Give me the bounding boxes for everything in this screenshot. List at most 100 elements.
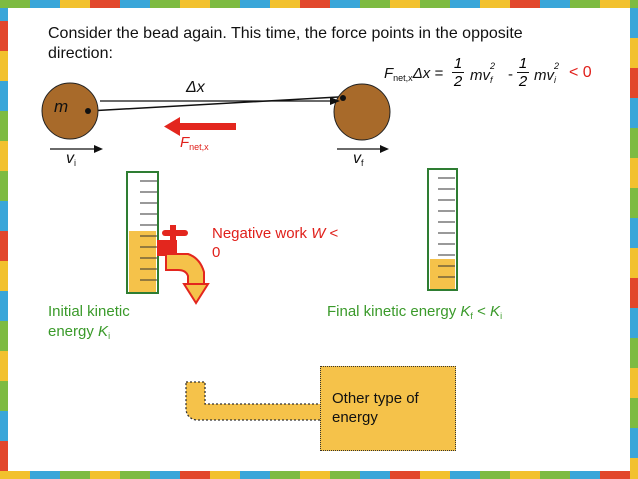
- border-segment: [120, 471, 150, 479]
- border-segment: [420, 0, 450, 8]
- border-segment: [630, 428, 638, 458]
- final-k1: K: [460, 303, 471, 320]
- vi-label: vi: [66, 150, 76, 168]
- initial-ke-line-2: energy Ki: [48, 323, 111, 341]
- border-segment: [0, 411, 8, 441]
- border-segment: [150, 471, 180, 479]
- negative-work-line-2: 0: [212, 244, 221, 261]
- eq-frac1-den: 2: [453, 73, 463, 90]
- vi-sub: i: [74, 158, 76, 168]
- border-segment: [480, 471, 510, 479]
- border-segment: [240, 471, 270, 479]
- border-segment: [60, 0, 90, 8]
- vi-arrowhead: [94, 145, 103, 153]
- border-segment: [300, 471, 330, 479]
- eq-term1: mv: [470, 67, 490, 84]
- energy-pipe: [185, 381, 323, 421]
- tap-elbow: [165, 253, 205, 287]
- border-segment: [0, 261, 8, 291]
- vi-main: v: [66, 150, 74, 167]
- initial-k: K: [98, 323, 109, 340]
- eq-term2-sub: i: [554, 75, 556, 85]
- border-segment: [630, 98, 638, 128]
- final-k1-sub: f: [470, 311, 473, 321]
- bead-final: [333, 83, 391, 141]
- initial-k-sub: i: [108, 331, 111, 341]
- vf-label: vf: [353, 150, 364, 168]
- other-energy-box: [320, 366, 456, 451]
- eq-force-sub: net,x: [393, 73, 413, 83]
- border-segment: [0, 291, 8, 321]
- negative-work-line-1: Negative work W <: [212, 225, 339, 242]
- border-segment: [630, 68, 638, 98]
- border-segment: [90, 471, 120, 479]
- border-segment: [630, 0, 638, 8]
- border-segment: [390, 0, 420, 8]
- intro-line-2: direction:: [48, 45, 113, 62]
- eq-term2: mv: [534, 67, 554, 84]
- force-sub: net,x: [189, 142, 209, 152]
- border-segment: [270, 0, 300, 8]
- border-segment: [0, 141, 8, 171]
- border-segment: [630, 308, 638, 338]
- border-segment: [570, 471, 600, 479]
- border-segment: [0, 441, 8, 471]
- border-segment: [180, 471, 210, 479]
- delta-x-label: Δx: [186, 79, 205, 96]
- force-arrow-shaft: [178, 123, 236, 130]
- vf-arrowhead: [380, 145, 389, 153]
- initial-ke-label: Initial kinetic energy Ki: [48, 302, 130, 346]
- border-segment: [330, 0, 360, 8]
- border-segment: [630, 158, 638, 188]
- tap-spout: [157, 240, 177, 256]
- bead-initial-dot: [85, 108, 91, 114]
- flow-down-arrow: [182, 283, 210, 305]
- border-segment: [180, 0, 210, 8]
- border-segment: [60, 471, 90, 479]
- border-segment: [630, 38, 638, 68]
- border-segment: [150, 0, 180, 8]
- eq-fraction-2: 1 2: [516, 55, 530, 90]
- border-segment: [0, 471, 30, 479]
- border-segment: [600, 0, 630, 8]
- final-ke-label: Final kinetic energy Kf < Ki: [327, 303, 503, 321]
- border-segment: [630, 8, 638, 38]
- border-segment: [510, 0, 540, 8]
- border-segment: [0, 321, 8, 351]
- tap-handle: [162, 230, 188, 236]
- eq-minus: -: [508, 66, 513, 83]
- border-segment: [0, 201, 8, 231]
- border-segment: [0, 0, 30, 8]
- border-segment: [210, 0, 240, 8]
- border-segment: [630, 398, 638, 428]
- eq-frac1-num: 1: [453, 55, 463, 72]
- border-segment: [240, 0, 270, 8]
- final-gauge-fluid: [430, 259, 455, 289]
- negative-work-w: W: [311, 225, 326, 242]
- border-segment: [630, 188, 638, 218]
- border-segment: [0, 111, 8, 141]
- mass-label: m: [54, 97, 69, 116]
- border-segment: [0, 8, 8, 21]
- eq-frac2-num: 1: [518, 55, 528, 72]
- border-segment: [630, 368, 638, 398]
- border-segment: [360, 0, 390, 8]
- border-segment: [570, 0, 600, 8]
- eq-dx: Δx =: [412, 65, 444, 82]
- energy-equation: Fnet,xΔx =: [384, 65, 443, 87]
- eq-fraction-1: 1 2: [451, 55, 465, 90]
- border-segment: [0, 51, 8, 81]
- other-line-2: energy: [332, 409, 378, 426]
- border-segment: [630, 218, 638, 248]
- eq-frac2-den: 2: [518, 73, 528, 90]
- final-k2-sub: i: [500, 311, 503, 321]
- border-segment: [30, 471, 60, 479]
- border-segment: [300, 0, 330, 8]
- border-segment: [0, 381, 8, 411]
- delta-x-arrowhead: [330, 97, 340, 105]
- border-segment: [90, 0, 120, 8]
- initial-gauge-fluid: [129, 231, 156, 292]
- border-segment: [0, 231, 8, 261]
